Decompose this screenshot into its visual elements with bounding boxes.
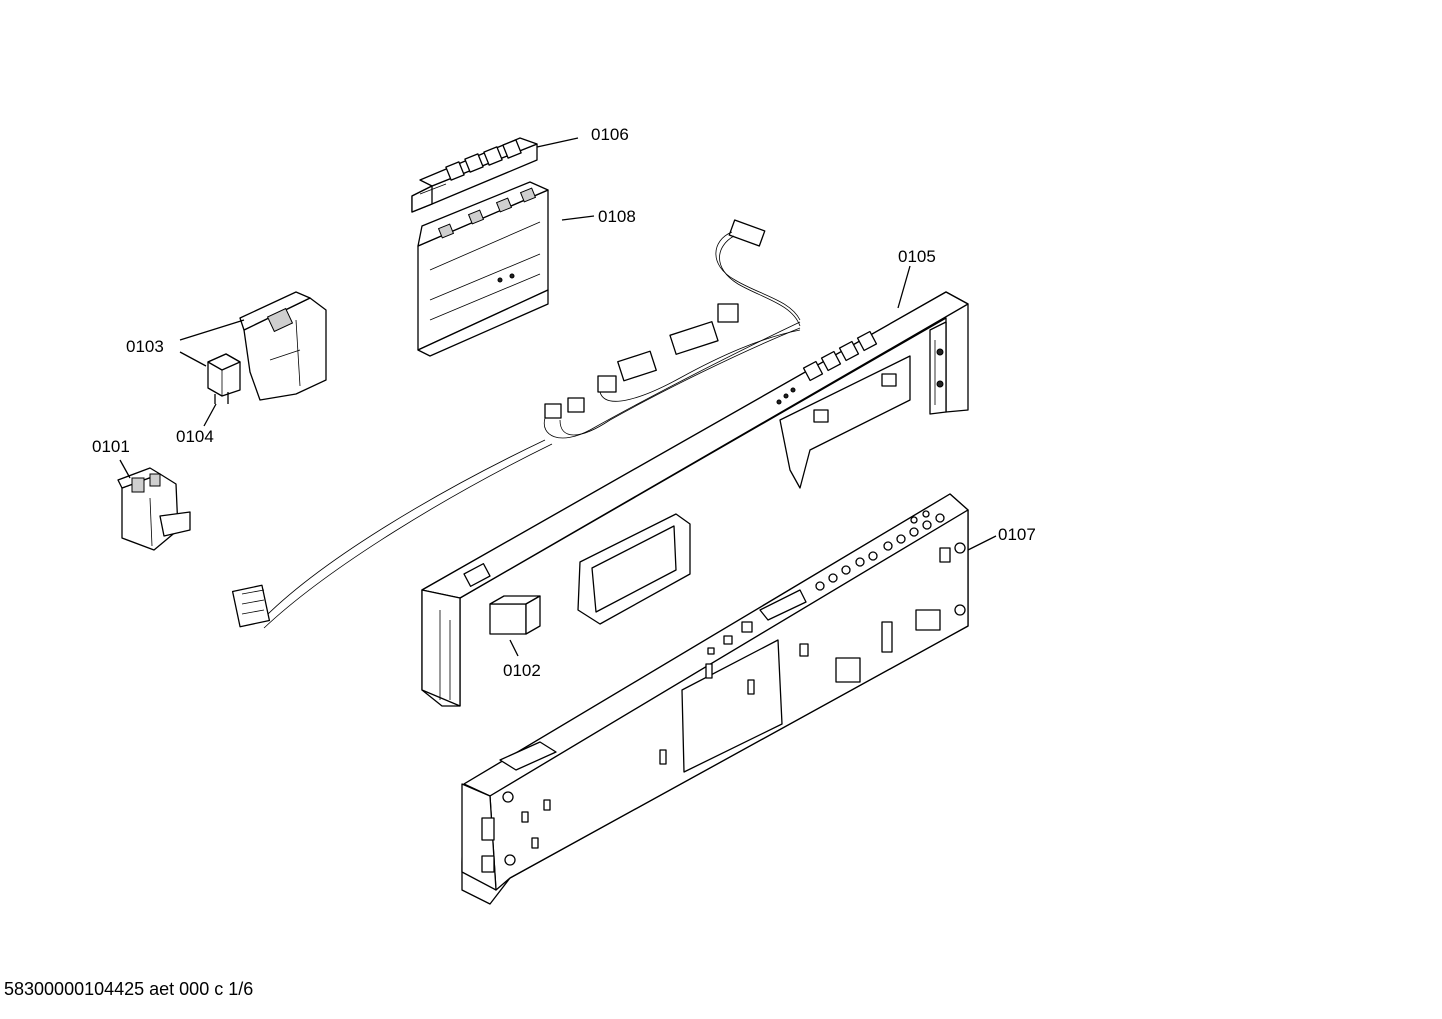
wiring-harness — [231, 219, 801, 629]
drawing-code: 58300000104425 aet 000 c 1/6 — [4, 979, 254, 999]
label-0102: 0102 — [503, 661, 541, 680]
label-0107: 0107 — [998, 525, 1036, 544]
part-0108-electronic-module — [417, 181, 595, 357]
part-0107-inner-panel — [461, 493, 997, 905]
label-0105: 0105 — [898, 247, 936, 266]
label-0104: 0104 — [176, 427, 214, 446]
part-0104-suppressor — [203, 353, 241, 427]
label-0103: 0103 — [126, 337, 164, 356]
part-0105-control-fascia — [421, 265, 969, 707]
label-0108: 0108 — [598, 207, 636, 226]
part-0101-switch — [117, 459, 191, 551]
label-0101: 0101 — [92, 437, 130, 456]
part-0106-button-strip — [411, 137, 579, 213]
label-0106: 0106 — [591, 125, 629, 144]
part-0103-door-lock — [179, 291, 327, 401]
